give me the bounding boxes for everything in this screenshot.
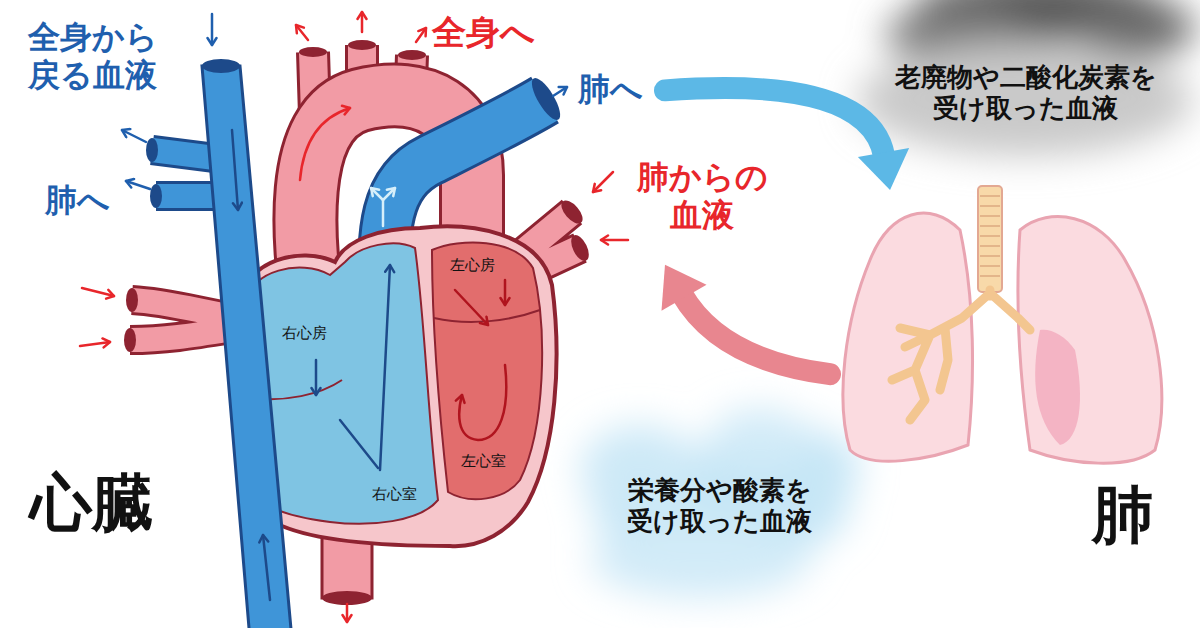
flow-arrow bbox=[383, 188, 395, 200]
flow-arrow bbox=[340, 420, 378, 468]
flow-arrow bbox=[82, 288, 114, 296]
flow-arrow bbox=[211, 14, 214, 45]
lung-illustration bbox=[843, 213, 973, 461]
flow-arrow bbox=[263, 535, 270, 600]
pulmonary-vein bbox=[568, 232, 593, 263]
flow-arrow bbox=[380, 265, 390, 470]
heart-body bbox=[234, 226, 557, 546]
pulmonary-artery bbox=[150, 184, 162, 208]
flow-arrow bbox=[455, 290, 488, 325]
heart-body bbox=[434, 310, 540, 322]
flow-arrow bbox=[296, 25, 308, 40]
blood-note: 老廃物や二酸化炭素を 受け取った血液 bbox=[888, 62, 1163, 124]
smoke-cloud bbox=[857, 44, 1193, 156]
vena-cava bbox=[202, 59, 292, 628]
heart-region: 心臓 bbox=[20, 8, 665, 618]
vessel-label: 肺へ bbox=[45, 181, 125, 219]
lung-illustration bbox=[843, 186, 1162, 463]
watercolor-cloud bbox=[710, 408, 810, 468]
vessel-label: 全身から 戻る血液 bbox=[28, 18, 168, 95]
flow-arrow bbox=[504, 280, 507, 305]
lung-region: 肺 bbox=[830, 190, 1175, 558]
chamber-label: 右心室 bbox=[366, 485, 422, 503]
vena-cava bbox=[202, 66, 292, 628]
flow-connector bbox=[661, 265, 830, 374]
chamber-label: 左心室 bbox=[455, 452, 511, 470]
flow-arrow bbox=[459, 365, 506, 440]
flow-arrow bbox=[80, 12, 628, 622]
pulmonary-artery bbox=[527, 74, 565, 123]
vena-cava bbox=[202, 59, 240, 73]
aorta bbox=[299, 47, 327, 57]
lung-illustration bbox=[1035, 330, 1080, 445]
pulmonary-artery bbox=[146, 138, 158, 162]
arrow-head bbox=[858, 148, 909, 190]
flow-arrow bbox=[346, 604, 349, 622]
flow-arrow bbox=[232, 130, 238, 210]
pulmonary-vein bbox=[558, 197, 587, 227]
flow-arrow bbox=[300, 108, 350, 180]
watercolor-cloud bbox=[580, 408, 860, 598]
pulmonary-vein bbox=[126, 288, 138, 312]
chamber-label: 右心房 bbox=[276, 324, 332, 342]
heart-body bbox=[432, 243, 542, 500]
aorta bbox=[398, 50, 426, 60]
vessel-label: 肺へ bbox=[578, 70, 658, 108]
vessel-label: 全身へ bbox=[432, 12, 552, 53]
flow-arrow bbox=[601, 239, 628, 242]
flow-arrow bbox=[122, 130, 146, 142]
flow-arrow bbox=[371, 188, 383, 200]
chamber-label: 左心房 bbox=[444, 256, 500, 274]
connector-line bbox=[682, 294, 830, 374]
smoke-cloud bbox=[857, 0, 1195, 156]
flow-arrow bbox=[126, 181, 150, 189]
lung-illustration bbox=[1018, 217, 1162, 464]
flow-arrow bbox=[80, 342, 110, 346]
flow-arrow bbox=[593, 172, 613, 192]
flow-arrow bbox=[315, 360, 318, 395]
lung-illustration bbox=[978, 186, 1002, 292]
flow-arrow bbox=[382, 200, 385, 226]
flow-arrow bbox=[416, 28, 426, 42]
organ-title: 心臓 bbox=[30, 466, 154, 540]
vessel-label: 肺からの 血液 bbox=[632, 158, 772, 235]
aorta bbox=[348, 40, 376, 50]
flow-arrow bbox=[361, 12, 364, 32]
lung-illustration bbox=[892, 290, 1030, 420]
blood-note: 栄養分や酸素を 受け取った血液 bbox=[622, 475, 817, 537]
pulmonary-vein bbox=[124, 328, 136, 352]
flow-arrow bbox=[553, 87, 567, 96]
organ-title: 肺 bbox=[1092, 478, 1154, 552]
heart-body bbox=[234, 226, 557, 546]
lung-illustration bbox=[980, 196, 1000, 276]
connector-line bbox=[665, 88, 884, 157]
pulmonary-artery bbox=[146, 138, 218, 208]
arrow-head bbox=[661, 265, 706, 311]
